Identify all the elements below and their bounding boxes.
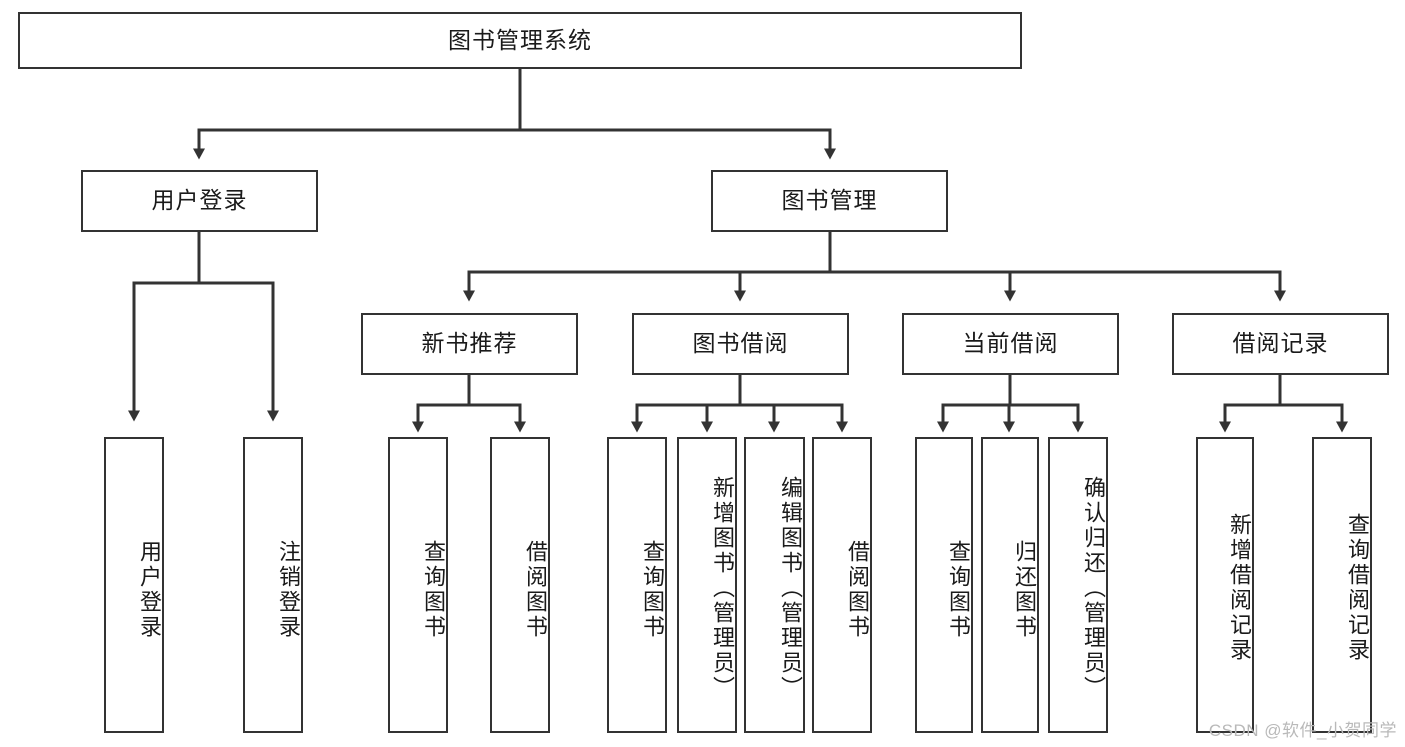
leaf-borrow-book-2[interactable]: 借阅图书: [812, 437, 872, 733]
leaf-add-book[interactable]: 新增图书（管理员）: [677, 437, 737, 733]
node-user-login-label: 用户登录: [151, 187, 248, 214]
leaf-logout[interactable]: 注销登录: [243, 437, 303, 733]
leaf-return-book[interactable]: 归还图书: [981, 437, 1039, 733]
node-new-book-recommend[interactable]: 新书推荐: [361, 313, 578, 375]
node-book-borrow[interactable]: 图书借阅: [632, 313, 849, 375]
node-borrow-record-label: 借阅记录: [1232, 330, 1329, 357]
node-book-management[interactable]: 图书管理: [711, 170, 948, 232]
leaf-query-record[interactable]: 查询借阅记录: [1312, 437, 1372, 733]
leaf-query-book-3[interactable]: 查询图书: [915, 437, 973, 733]
leaf-return-book-label: 归还图书: [1012, 540, 1037, 640]
leaf-borrow-book-1[interactable]: 借阅图书: [490, 437, 550, 733]
leaf-query-record-label: 查询借阅记录: [1345, 513, 1370, 663]
node-user-login[interactable]: 用户登录: [81, 170, 318, 232]
leaf-user-login-label: 用户登录: [137, 540, 162, 640]
leaf-edit-book-label: 编辑图书（管理员）: [778, 475, 803, 701]
leaf-edit-book[interactable]: 编辑图书（管理员）: [744, 437, 805, 733]
leaf-query-book-3-label: 查询图书: [946, 540, 971, 640]
leaf-add-record[interactable]: 新增借阅记录: [1196, 437, 1254, 733]
leaf-add-record-label: 新增借阅记录: [1227, 513, 1252, 663]
node-root-label: 图书管理系统: [448, 26, 592, 53]
leaf-confirm-return-label: 确认归还（管理员）: [1081, 475, 1106, 701]
node-root[interactable]: 图书管理系统: [18, 12, 1022, 69]
node-current-borrow[interactable]: 当前借阅: [902, 313, 1119, 375]
leaf-borrow-book-1-label: 借阅图书: [523, 540, 548, 640]
leaf-logout-label: 注销登录: [276, 540, 301, 640]
leaf-confirm-return[interactable]: 确认归还（管理员）: [1048, 437, 1108, 733]
csdn-watermark: CSDN @软件_小贺同学: [1208, 721, 1397, 740]
node-new-book-recommend-label: 新书推荐: [421, 330, 518, 357]
leaf-borrow-book-2-label: 借阅图书: [845, 540, 870, 640]
leaf-user-login[interactable]: 用户登录: [104, 437, 164, 733]
leaf-query-book-1-label: 查询图书: [421, 540, 446, 640]
node-current-borrow-label: 当前借阅: [962, 330, 1059, 357]
node-borrow-record[interactable]: 借阅记录: [1172, 313, 1389, 375]
leaf-query-book-2-label: 查询图书: [640, 540, 665, 640]
leaf-add-book-label: 新增图书（管理员）: [710, 475, 735, 701]
node-book-management-label: 图书管理: [781, 187, 878, 214]
leaf-query-book-2[interactable]: 查询图书: [607, 437, 667, 733]
leaf-query-book-1[interactable]: 查询图书: [388, 437, 448, 733]
node-book-borrow-label: 图书借阅: [692, 330, 789, 357]
